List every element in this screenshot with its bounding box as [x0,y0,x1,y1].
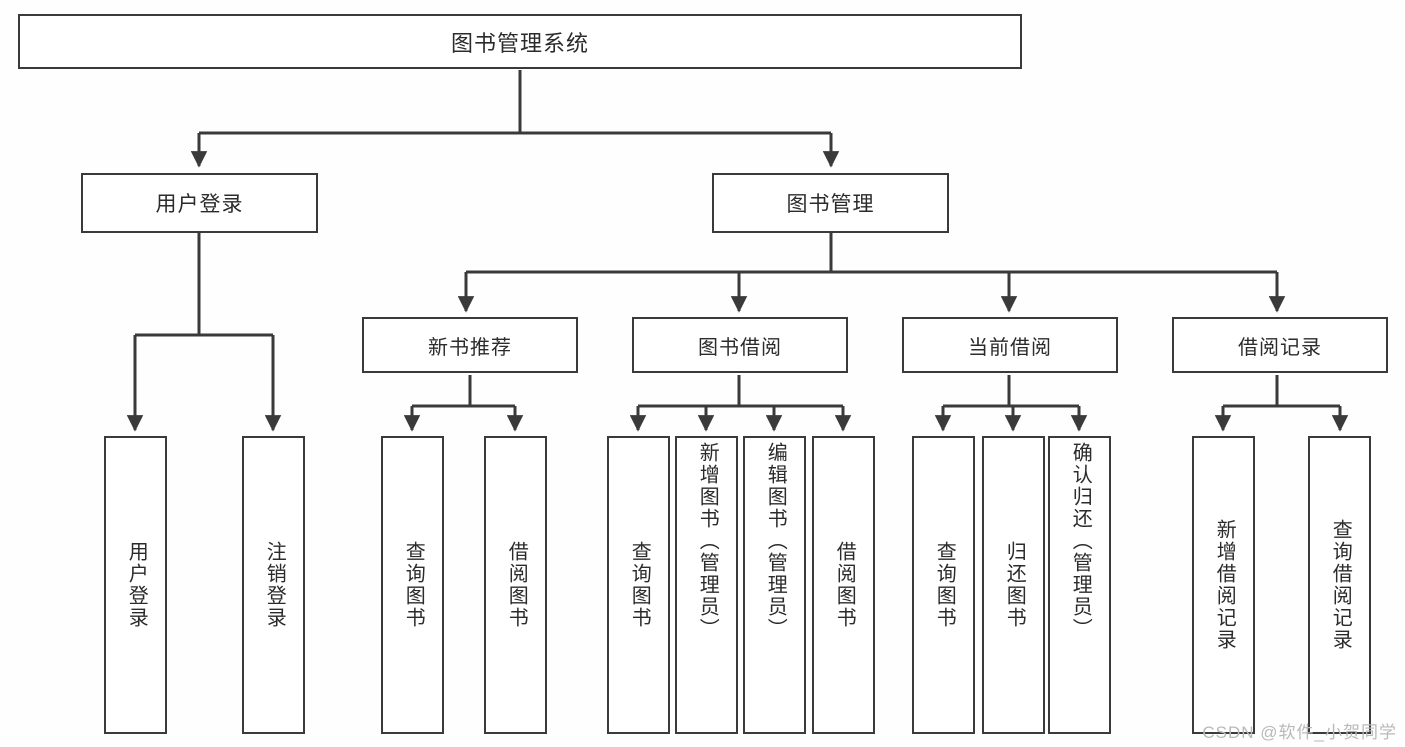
leaf-query-record-label: 查询借阅记录 [1329,519,1352,651]
leaf-add-record[interactable]: 新增借阅记录 [1192,436,1255,734]
node-book-borrow[interactable]: 图书借阅 [632,317,848,373]
node-root[interactable]: 图书管理系统 [18,14,1022,69]
node-borrow-record-label: 借阅记录 [1238,336,1322,359]
node-root-label: 图书管理系统 [450,30,589,56]
leaf-borrow-book-1[interactable]: 借阅图书 [484,436,547,734]
watermark: CSDN @软件_小贺同学 [1202,723,1397,742]
node-current-borrow[interactable]: 当前借阅 [902,317,1118,373]
leaf-add-record-label: 新增借阅记录 [1213,519,1236,651]
node-borrow-record[interactable]: 借阅记录 [1172,317,1388,373]
leaf-query-book-1[interactable]: 查询图书 [381,436,444,734]
leaf-borrow-book-2-label: 借阅图书 [833,541,856,629]
node-book-manage[interactable]: 图书管理 [712,173,949,233]
node-new-book-recommend-label: 新书推荐 [428,336,512,359]
node-user-login-label: 用户登录 [155,193,244,216]
leaf-logout-login-label: 注销登录 [263,541,286,629]
node-book-manage-label: 图书管理 [786,193,875,216]
leaf-user-login-label: 用户登录 [125,541,148,629]
leaf-query-record[interactable]: 查询借阅记录 [1308,436,1371,734]
leaf-add-book-label: 新增图书（管理员） [696,442,719,640]
node-book-borrow-label: 图书借阅 [698,336,782,359]
leaf-confirm-return-label: 确认归还（管理员） [1069,442,1092,640]
leaf-logout-login[interactable]: 注销登录 [242,436,305,734]
leaf-query-book-1-label: 查询图书 [402,541,425,629]
leaf-query-book-2[interactable]: 查询图书 [607,436,670,734]
leaf-query-book-2-label: 查询图书 [628,541,651,629]
leaf-return-book[interactable]: 归还图书 [982,436,1045,734]
node-user-login[interactable]: 用户登录 [81,173,318,233]
leaf-borrow-book-2[interactable]: 借阅图书 [812,436,875,734]
leaf-query-book-3[interactable]: 查询图书 [912,436,975,734]
leaf-return-book-label: 归还图书 [1003,541,1026,629]
leaf-edit-book-label: 编辑图书（管理员） [764,442,787,640]
leaf-edit-book[interactable]: 编辑图书（管理员） [743,436,806,734]
leaf-query-book-3-label: 查询图书 [933,541,956,629]
leaf-confirm-return[interactable]: 确认归还（管理员） [1048,436,1111,734]
leaf-borrow-book-1-label: 借阅图书 [505,541,528,629]
node-new-book-recommend[interactable]: 新书推荐 [362,317,578,373]
node-current-borrow-label: 当前借阅 [968,336,1052,359]
leaf-add-book[interactable]: 新增图书（管理员） [675,436,738,734]
leaf-user-login[interactable]: 用户登录 [104,436,167,734]
